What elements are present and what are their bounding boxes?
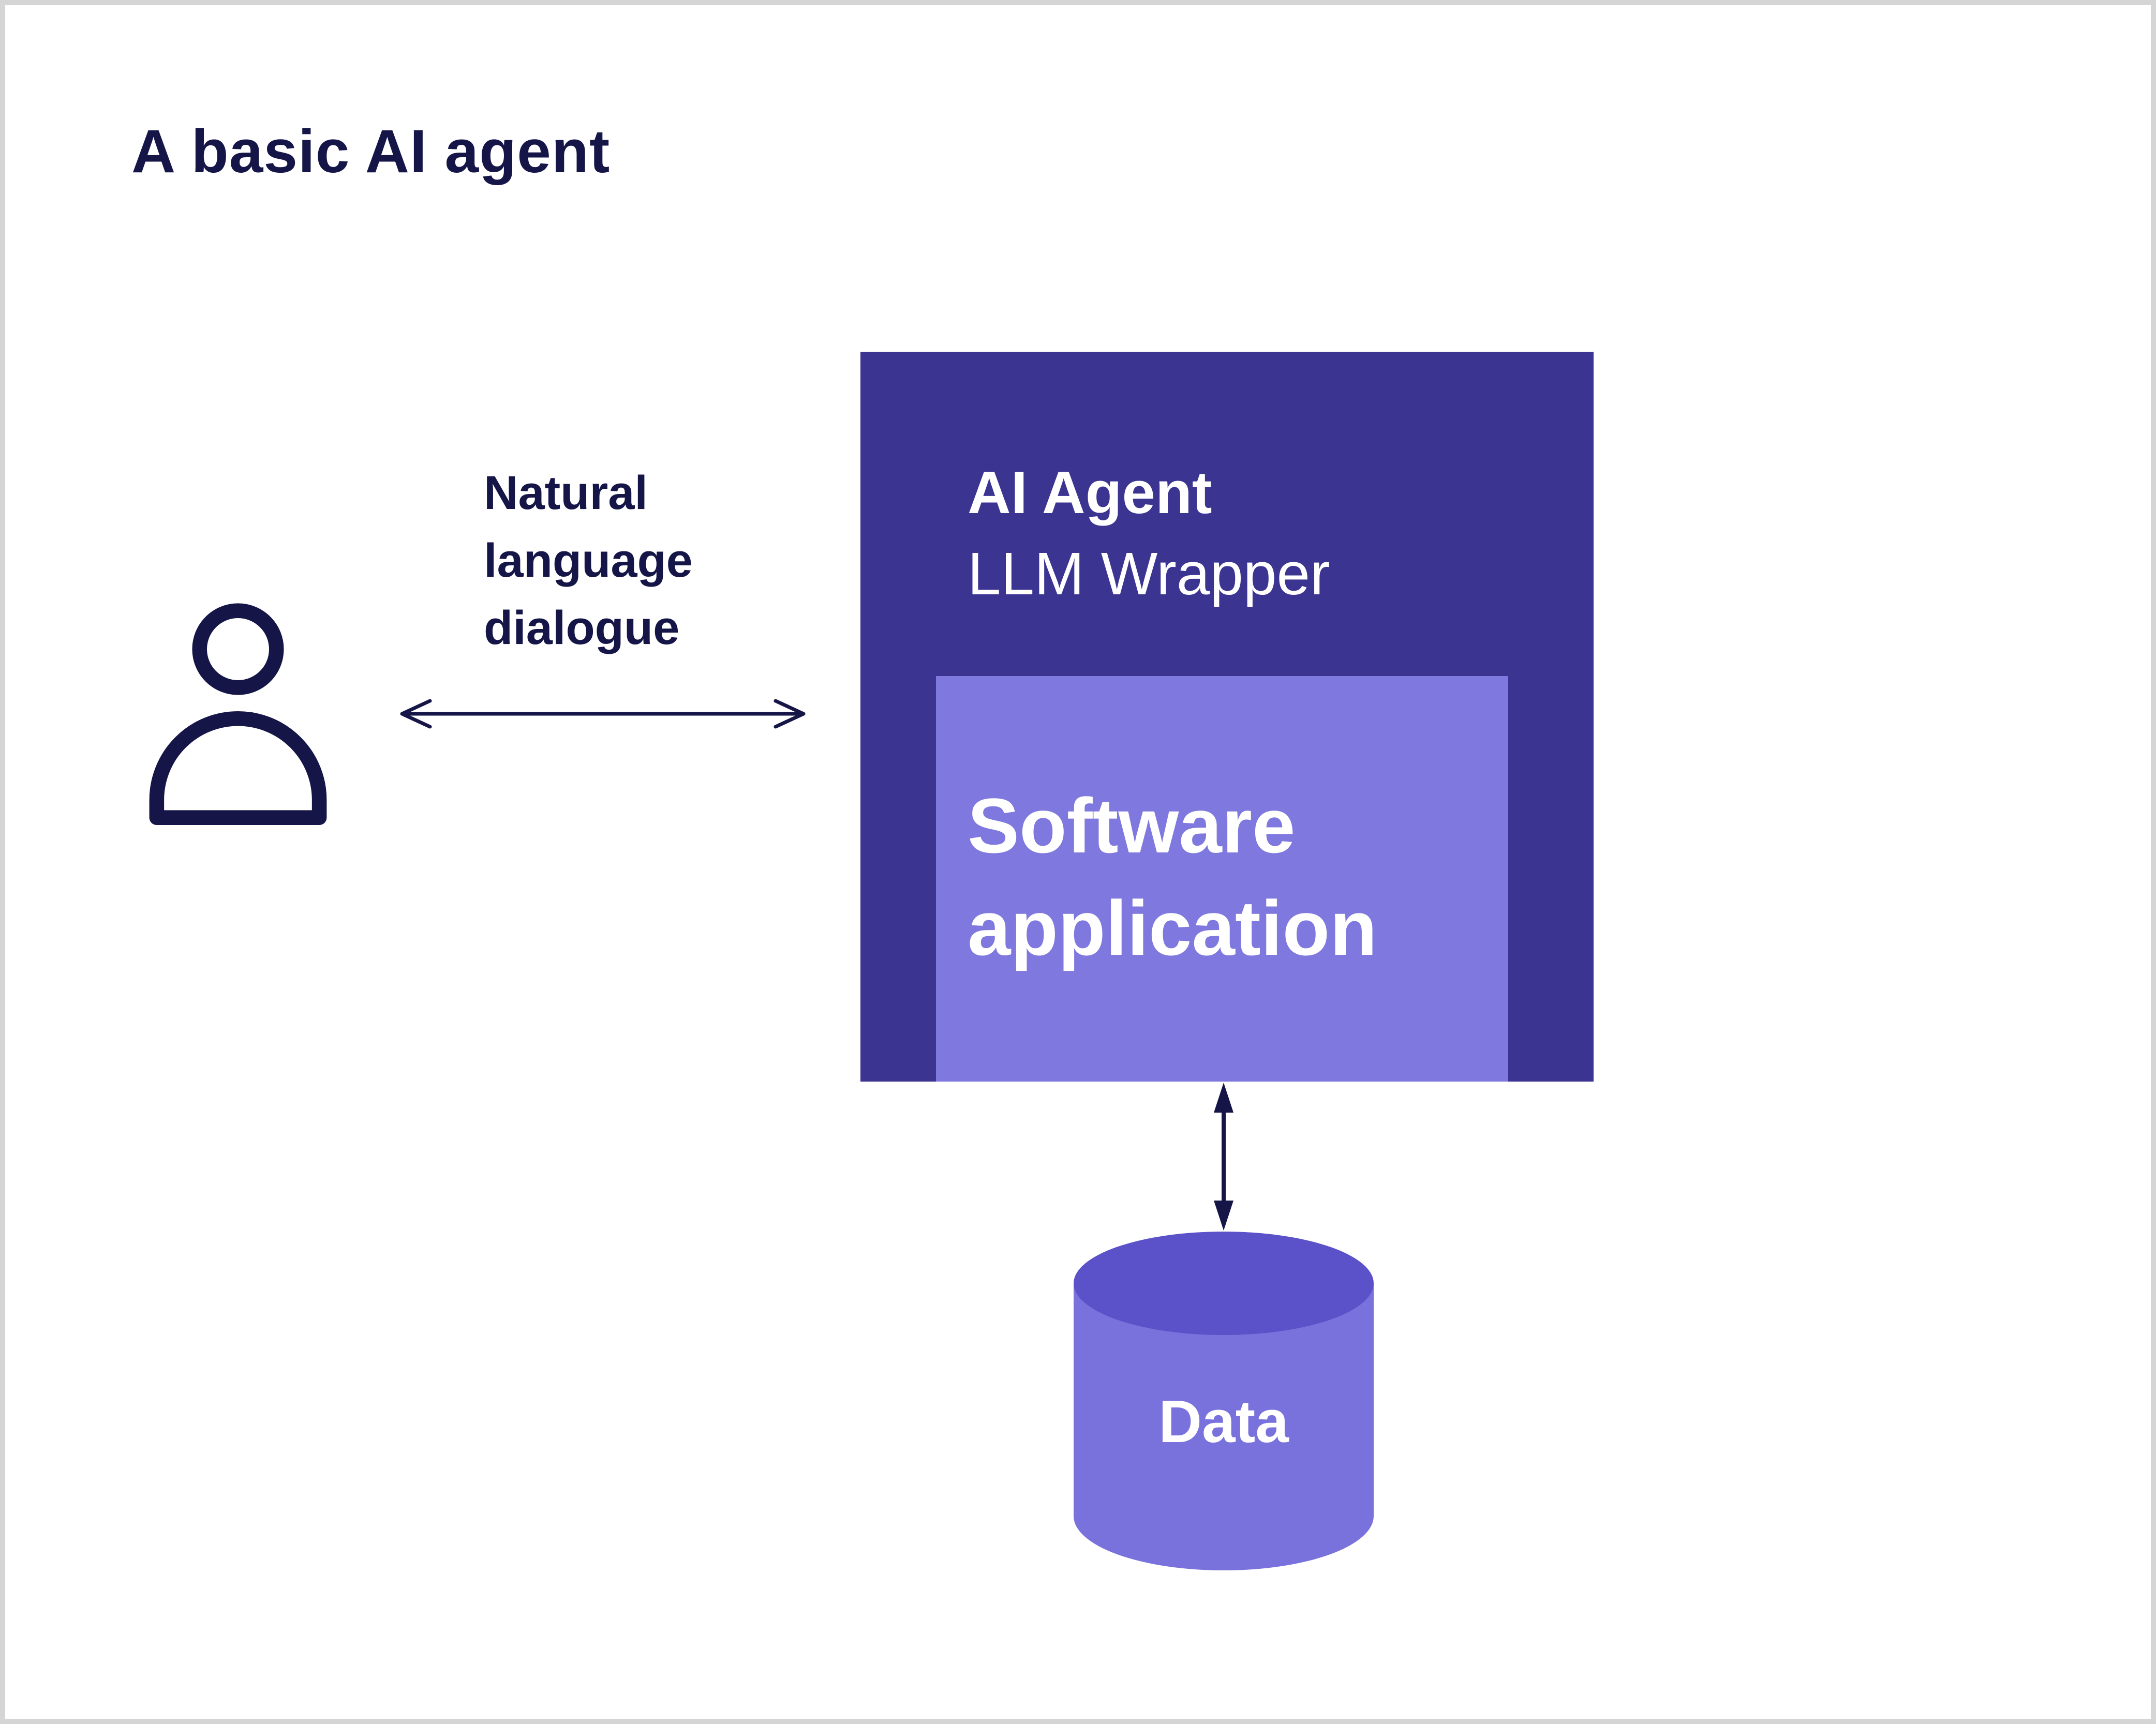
page-title: A basic AI agent xyxy=(131,117,611,186)
user-icon xyxy=(135,590,341,833)
data-label: Data xyxy=(1158,1388,1289,1455)
software-application-box: Software application xyxy=(936,676,1508,1082)
database-cylinder-icon: Data xyxy=(1074,1232,1374,1573)
double-headed-vertical-arrow-icon xyxy=(1200,1082,1247,1232)
double-headed-horizontal-arrow-icon xyxy=(396,693,810,734)
llm-wrapper-subtitle: LLM Wrapper xyxy=(968,540,1330,607)
ai-agent-box: AI Agent LLM Wrapper Software applicatio… xyxy=(860,352,1594,1082)
software-application-label: Software application xyxy=(968,782,1377,971)
ai-agent-title: AI Agent xyxy=(968,459,1212,526)
dialogue-label: Natural language dialogue xyxy=(484,467,693,655)
